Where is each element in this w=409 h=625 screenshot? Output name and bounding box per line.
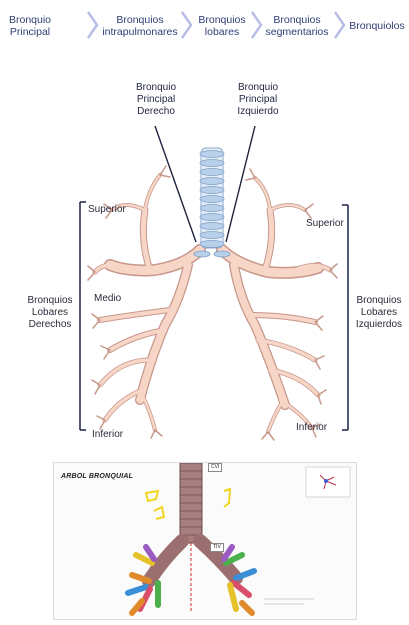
label-left-superior: Superior [306, 218, 344, 230]
flow-step-bronquiolos: Bronquiolos [346, 20, 408, 32]
chevron-right-icon [333, 10, 347, 40]
chevron-right-icon [180, 10, 194, 40]
label-line: Bronquios [22, 295, 78, 307]
chevron-right-icon [86, 10, 100, 40]
flow-step-bronquios-intrapulmonares: Bronquios intrapulmonares [100, 14, 180, 38]
flow-step-line: Bronquios [262, 14, 332, 26]
label-line: Principal [228, 94, 288, 106]
flow-step-line: Principal [2, 26, 58, 38]
flow-step-line: Bronquio [2, 14, 58, 26]
bronchial-model-illustration [54, 463, 356, 619]
bronchial-hierarchy-flow: Bronquio Principal Bronquios intrapulmon… [0, 0, 409, 48]
label-bronquio-principal-izquierdo: Bronquio Principal Izquierdo [228, 82, 288, 118]
label-bronquios-lobares-izquierdos: Bronquios Lobares Izquierdos [350, 295, 408, 331]
label-left-inferior: Inferior [296, 422, 327, 434]
label-line: Lobares [22, 307, 78, 319]
photo-tag-top: CVI [208, 463, 222, 472]
photo-tag-mid: TIV [210, 543, 224, 552]
label-right-medio: Medio [94, 293, 121, 305]
flow-step-line: Bronquios [196, 14, 248, 26]
flow-step-bronquios-segmentarios: Bronquios segmentarios [262, 14, 332, 38]
bronchial-tree-illustration [0, 60, 409, 450]
flow-step-line: lobares [196, 26, 248, 38]
label-line: Bronquio [228, 82, 288, 94]
bronchial-tree-diagram: Bronquio Principal Derecho Bronquio Prin… [0, 60, 409, 450]
bronchial-tree-model-photo: ARBOL BRONQUIAL [53, 462, 357, 620]
label-bronquio-principal-derecho: Bronquio Principal Derecho [126, 82, 186, 118]
label-line: Principal [126, 94, 186, 106]
label-right-superior: Superior [88, 204, 126, 216]
label-line: Bronquios [350, 295, 408, 307]
label-bronquios-lobares-derechos: Bronquios Lobares Derechos [22, 295, 78, 331]
flow-step-line: intrapulmonares [100, 26, 180, 38]
flow-step-bronquios-lobares: Bronquios lobares [196, 14, 248, 38]
flow-step-line: segmentarios [262, 26, 332, 38]
label-line: Izquierdo [228, 106, 288, 118]
label-line: Izquierdos [350, 319, 408, 331]
label-line: Bronquio [126, 82, 186, 94]
label-right-inferior: Inferior [92, 429, 123, 441]
flow-step-line: Bronquiolos [346, 20, 408, 32]
flow-step-bronquio-principal: Bronquio Principal [2, 14, 58, 38]
label-line: Derechos [22, 319, 78, 331]
label-line: Derecho [126, 106, 186, 118]
label-line: Lobares [350, 307, 408, 319]
flow-step-line: Bronquios [100, 14, 180, 26]
